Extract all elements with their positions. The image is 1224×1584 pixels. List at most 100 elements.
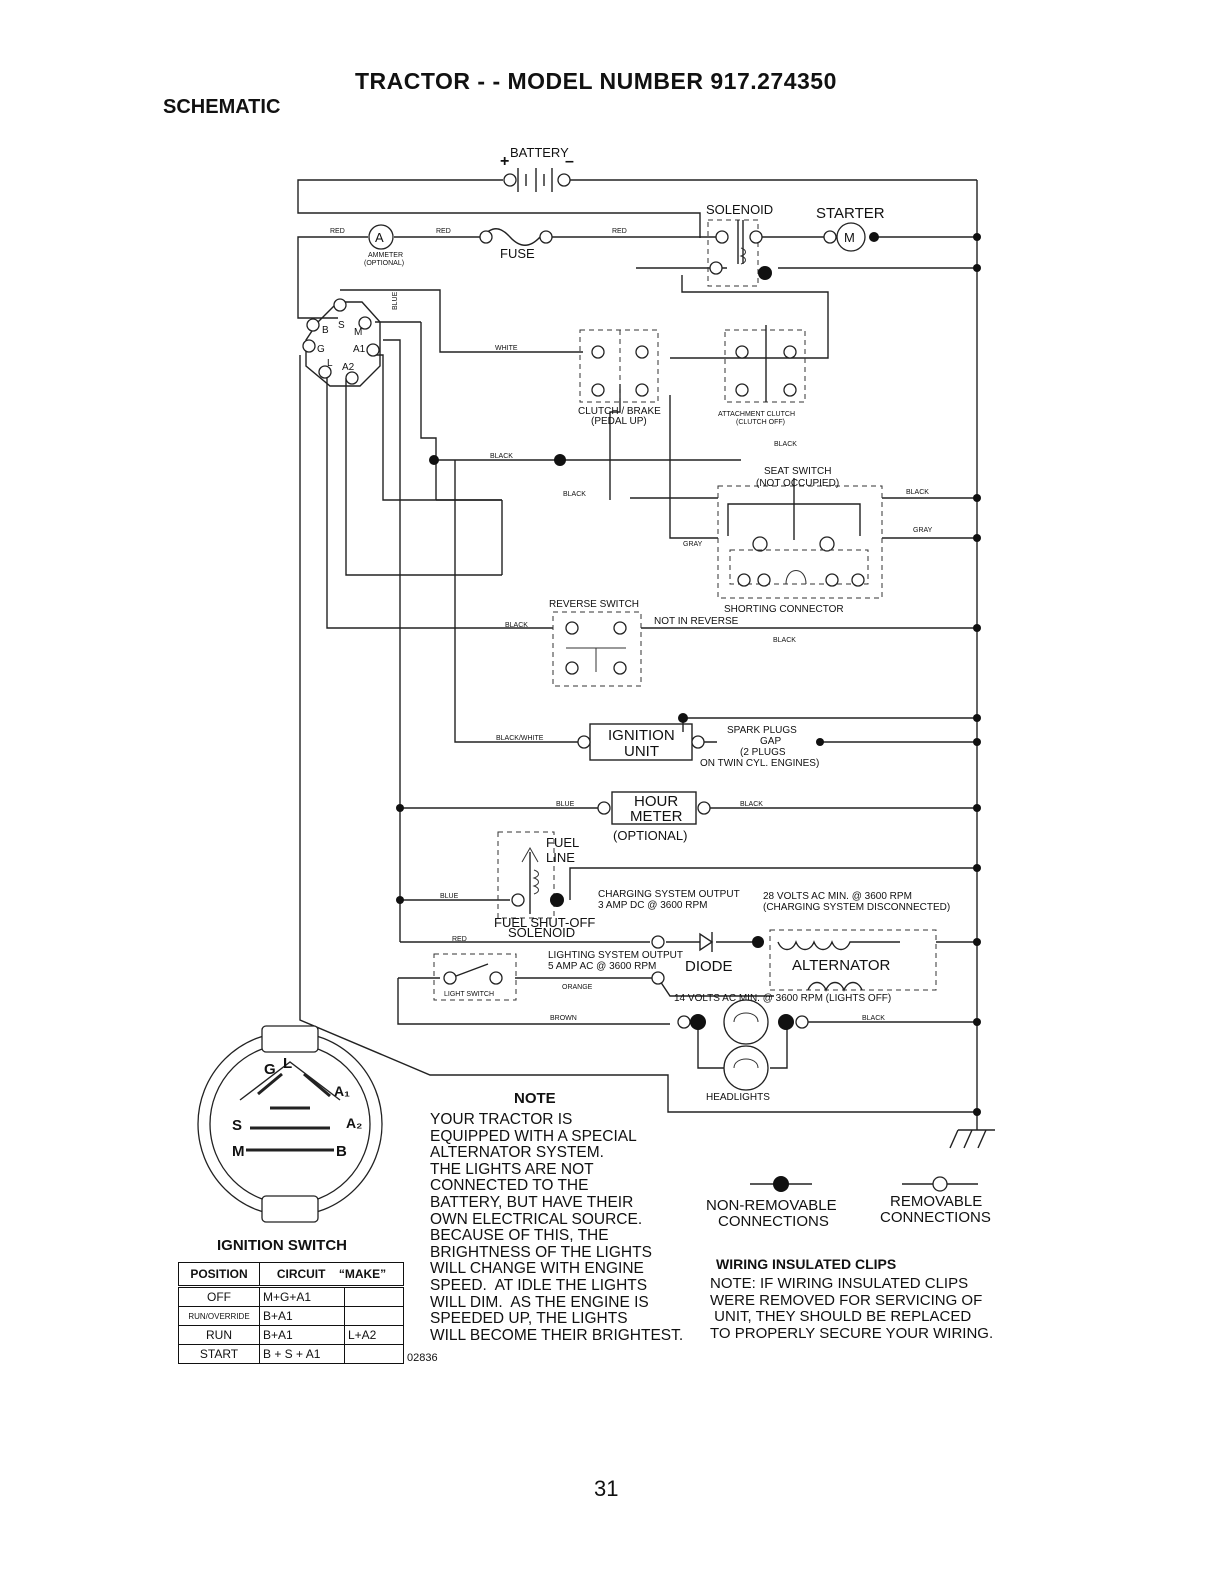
page-title: TRACTOR - - MODEL NUMBER 917.274350 [355,68,837,94]
not-in-reverse-label: NOT IN REVERSE [654,616,739,627]
terminal-l-label: L [327,358,333,369]
wire-label-red: RED [452,936,467,943]
solenoid-label: SOLENOID [706,202,773,217]
wire-label-black: BLACK [563,491,586,498]
lighting-output-sub-label: 5 AMP AC @ 3600 RPM [548,961,656,972]
ignition-unit-label: IGNITION [608,727,675,744]
reverse-switch-label: REVERSE SWITCH [549,599,639,610]
table-cell-position: RUN/OVERRIDE [178,1306,260,1326]
alternator-label: ALTERNATOR [792,957,891,974]
wire-label-orange: ORANGE [562,984,593,991]
seat-switch-sub-label: (NOT OCCUPIED) [756,478,839,489]
clutch-brake-switch: CLUTCH / BRAKE (PEDAL UP) [578,329,661,427]
switch-s-label: S [232,1117,242,1134]
terminal-a2-label: A2 [342,362,355,373]
table-cell-position: OFF [178,1286,260,1307]
attachment-clutch-switch: ATTACHMENT CLUTCH (CLUTCH OFF) BLACK [718,325,806,448]
seat-switch: SEAT SWITCH (NOT OCCUPIED) BLACK GRAY GR… [683,466,933,615]
charging-output-label: CHARGING SYSTEM OUTPUT [598,889,740,900]
shorting-connector-label: SHORTING CONNECTOR [724,604,844,615]
table-cell-make: L+A2 [344,1325,404,1345]
switch-a2-label: A₂ [346,1115,362,1131]
headlights-label: HEADLIGHTS [706,1092,770,1103]
wire-label-red: RED [612,228,627,235]
wire-label-red: RED [330,228,345,235]
wire-label-black: BLACK [774,441,797,448]
volts14-label: 14 VOLTS AC MIN. @ 3600 RPM (LIGHTS OFF) [674,993,891,1004]
diode-label: DIODE [685,958,733,975]
ignition-switch-title: IGNITION SWITCH [217,1237,347,1254]
non-removable-label: NON-REMOVABLE [706,1197,837,1214]
hour-meter-label: HOUR [634,793,678,810]
removable-label-2: CONNECTIONS [880,1209,991,1226]
battery-minus-label: – [565,153,574,170]
fuel-shutoff-solenoid: FUEL LINE FUEL SHUT-OFF SOLENOID BLUE RE… [440,831,595,943]
volts28-label: 28 VOLTS AC MIN. @ 3600 RPM [763,891,912,902]
terminal-s-label: S [338,320,345,331]
terminal-b-label: B [322,325,329,336]
seat-switch-label: SEAT SWITCH [764,466,831,477]
drawing-number: 02836 [407,1352,438,1364]
battery-plus-label: + [500,153,509,170]
volts28-sub-label: (CHARGING SYSTEM DISCONNECTED) [763,902,950,913]
table-cell-circuit: B+A1 [259,1306,345,1326]
ignition-unit-label-2: UNIT [624,743,659,760]
table-cell-circuit: B + S + A1 [259,1344,345,1364]
wire-label-black: BLACK [490,453,513,460]
fuel-label: FUEL [546,835,579,850]
page-number: 31 [594,1476,619,1501]
table-cell-circuit: B+A1 [259,1325,345,1345]
wiring-clips-heading: WIRING INSULATED CLIPS [716,1256,897,1272]
ignition-switch-table: POSITION CIRCUIT “MAKE” OFF M+G+A1 RUN/O… [178,1262,404,1364]
attachment-clutch-label: ATTACHMENT CLUTCH [718,411,795,418]
note-heading: NOTE [514,1090,556,1107]
table-row: RUN B+A1 L+A2 [178,1325,404,1345]
switch-m-label: M [232,1143,245,1160]
table-cell-make [344,1286,404,1307]
ignition-terminal-block: B S M G A1 L A2 [302,298,381,387]
ammeter-a-label: A [375,230,384,245]
terminal-m-label: M [354,327,362,338]
switch-g-label: G [264,1061,276,1078]
terminal-g-label: G [317,344,325,355]
table-row: START B + S + A1 [178,1344,404,1364]
wire-label-black: BLACK [862,1015,885,1022]
starter-symbol: M STARTER [816,205,885,252]
ignition-switch-face: G L A₁ A₂ S M B [197,1025,383,1223]
wire-label-black: BLACK [773,637,796,644]
light-switch-label: LIGHT SWITCH [444,991,494,998]
fuel-solenoid-label: SOLENOID [508,925,575,940]
hour-meter-label-2: METER [630,808,683,825]
attachment-clutch-sub-label: (CLUTCH OFF) [736,419,785,426]
note-body: YOUR TRACTOR IS EQUIPPED WITH A SPECIAL … [430,1111,684,1344]
wiring-clips-body: NOTE: IF WIRING INSULATED CLIPS WERE REM… [710,1275,994,1342]
light-switch: LIGHT SWITCH ORANGE BROWN BLACK [433,953,885,1022]
two-plugs-label: (2 PLUGS [740,747,786,758]
battery-label: BATTERY [510,145,569,160]
wire-label-blue: BLUE [556,801,575,808]
table-cell-make [344,1344,404,1364]
wire-label-brown: BROWN [550,1015,577,1022]
table-row: RUN/OVERRIDE B+A1 [178,1306,404,1326]
twin-cyl-label: ON TWIN CYL. ENGINES) [700,758,819,769]
wire-label-black: BLACK [505,622,528,629]
connection-legend: NON-REMOVABLE CONNECTIONS REMOVABLE CONN… [706,1176,991,1230]
wire-label-black: BLACK [740,801,763,808]
alternator-circuit: CHARGING SYSTEM OUTPUT 3 AMP DC @ 3600 R… [548,889,950,1004]
gap-label: GAP [760,736,781,747]
removable-label: REMOVABLE [890,1193,982,1210]
headlights: HEADLIGHTS [677,999,809,1103]
hour-meter-optional-label: (OPTIONAL) [613,828,687,843]
starter-m-label: M [844,230,855,245]
table-cell-position: RUN [178,1325,260,1345]
fuse-label: FUSE [500,246,535,261]
clutch-brake-sub-label: (PEDAL UP) [591,416,647,427]
switch-a1-label: A₁ [334,1083,350,1099]
ground-connections [396,233,981,1116]
charging-output-sub-label: 3 AMP DC @ 3600 RPM [598,900,707,911]
table-cell-position: START [178,1344,260,1364]
battery-symbol: BATTERY + – [500,145,574,192]
wire-label-black-white: BLACK/WHITE [496,735,544,742]
line-label: LINE [546,850,575,865]
